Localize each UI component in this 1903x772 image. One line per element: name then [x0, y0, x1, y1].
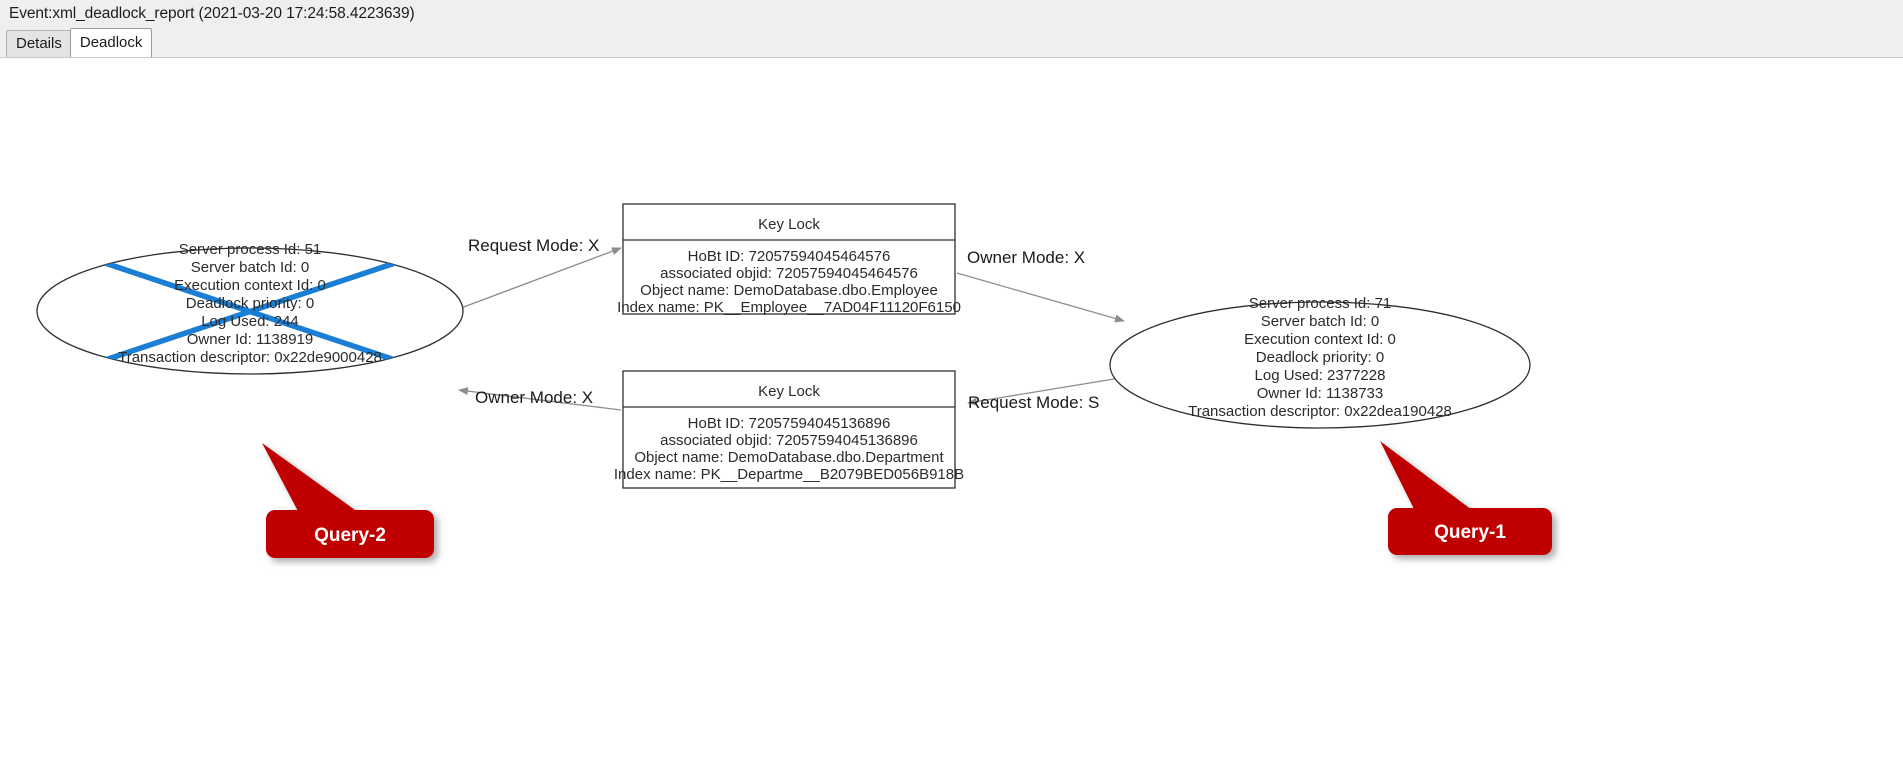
process-right-line-4: Log Used: 2377228	[1255, 367, 1386, 384]
edge-left-request-top: Request Mode: X	[444, 236, 622, 315]
keylock-top-box[interactable]	[622, 203, 956, 315]
process-left-line-5: Owner Id: 1138919	[187, 331, 313, 348]
process-right-line-3: Deadlock priority: 0	[1256, 349, 1384, 366]
process-left-line-0: Server process Id: 51	[179, 241, 322, 258]
keylock-bottom-line-1: associated objid: 72057594045136896	[660, 432, 918, 449]
edge-top-owner-right: Owner Mode: X	[956, 248, 1125, 323]
edge-right-request-bottom-label: Request Mode: S	[968, 393, 1099, 412]
callout-query-1[interactable]: Query-1	[1380, 441, 1552, 555]
callout-query-2-pointer	[262, 443, 362, 515]
callout-query-2-label: Query-2	[314, 525, 386, 546]
event-title: Event:xml_deadlock_report (2021-03-20 17…	[9, 5, 415, 22]
edge-bottom-owner-left-label: Owner Mode: X	[475, 388, 593, 407]
keylock-top-line-1: associated objid: 72057594045464576	[660, 265, 918, 282]
callout-query-1-body[interactable]	[1388, 508, 1552, 555]
tab-deadlock-label: Deadlock	[79, 34, 143, 51]
process-right-ellipse[interactable]	[1109, 301, 1531, 429]
callout-query-2[interactable]: Query-2	[262, 443, 434, 558]
callout-query-2-body[interactable]	[266, 510, 434, 558]
keylock-bottom-line-0: HoBt ID: 72057594045136896	[688, 415, 891, 432]
process-left-line-2: Execution context Id: 0	[174, 277, 326, 294]
victim-marker-x	[104, 260, 396, 363]
process-node-right[interactable]: Server process Id: 71 Server batch Id: 0…	[1109, 295, 1531, 429]
process-left-line-6: Transaction descriptor: 0x22de9000428	[118, 349, 382, 366]
process-right-line-1: Server batch Id: 0	[1261, 313, 1379, 330]
process-left-line-4: Log Used: 244	[201, 313, 299, 330]
keylock-bottom-line-2: Object name: DemoDatabase.dbo.Department	[634, 449, 944, 466]
tab-deadlock[interactable]: Deadlock	[69, 28, 153, 57]
edge-bottom-owner-left: Owner Mode: X	[458, 387, 622, 411]
keylock-top-line-3: Index name: PK__Employee__7AD04F11120F61…	[617, 299, 961, 316]
keylock-bottom-line-3: Index name: PK__Departme__B2079BED056B91…	[614, 466, 964, 483]
resource-node-keylock-top[interactable]: Key Lock HoBt ID: 72057594045464576 asso…	[617, 203, 961, 316]
edge-top-owner-right-label: Owner Mode: X	[967, 248, 1085, 267]
keylock-bottom-box[interactable]	[622, 370, 956, 489]
edge-right-request-bottom: Request Mode: S	[967, 377, 1121, 412]
process-right-line-2: Execution context Id: 0	[1244, 331, 1396, 348]
deadlock-graph-canvas[interactable]: Request Mode: X Owner Mode: X Owner Mode…	[0, 57, 1903, 771]
process-left-line-3: Deadlock priority: 0	[186, 295, 314, 312]
keylock-top-title: Key Lock	[758, 216, 820, 233]
process-right-line-5: Owner Id: 1138733	[1257, 385, 1383, 402]
process-left-line-1: Server batch Id: 0	[191, 259, 309, 276]
tab-strip: Details Deadlock	[0, 28, 1903, 57]
process-right-line-0: Server process Id: 71	[1249, 295, 1392, 312]
keylock-bottom-title: Key Lock	[758, 383, 820, 400]
process-node-left[interactable]: Server process Id: 51 Server batch Id: 0…	[36, 241, 464, 375]
callout-query-1-label: Query-1	[1434, 522, 1506, 543]
process-right-line-6: Transaction descriptor: 0x22dea190428	[1188, 403, 1452, 420]
edge-left-request-top-label: Request Mode: X	[468, 236, 599, 255]
resource-node-keylock-bottom[interactable]: Key Lock HoBt ID: 72057594045136896 asso…	[614, 370, 964, 489]
keylock-top-line-0: HoBt ID: 72057594045464576	[688, 248, 891, 265]
header-bar: Event:xml_deadlock_report (2021-03-20 17…	[0, 0, 1903, 28]
callout-query-1-pointer	[1380, 441, 1476, 513]
tab-details[interactable]: Details	[6, 30, 72, 57]
tab-details-label: Details	[16, 35, 62, 52]
keylock-top-line-2: Object name: DemoDatabase.dbo.Employee	[640, 282, 938, 299]
